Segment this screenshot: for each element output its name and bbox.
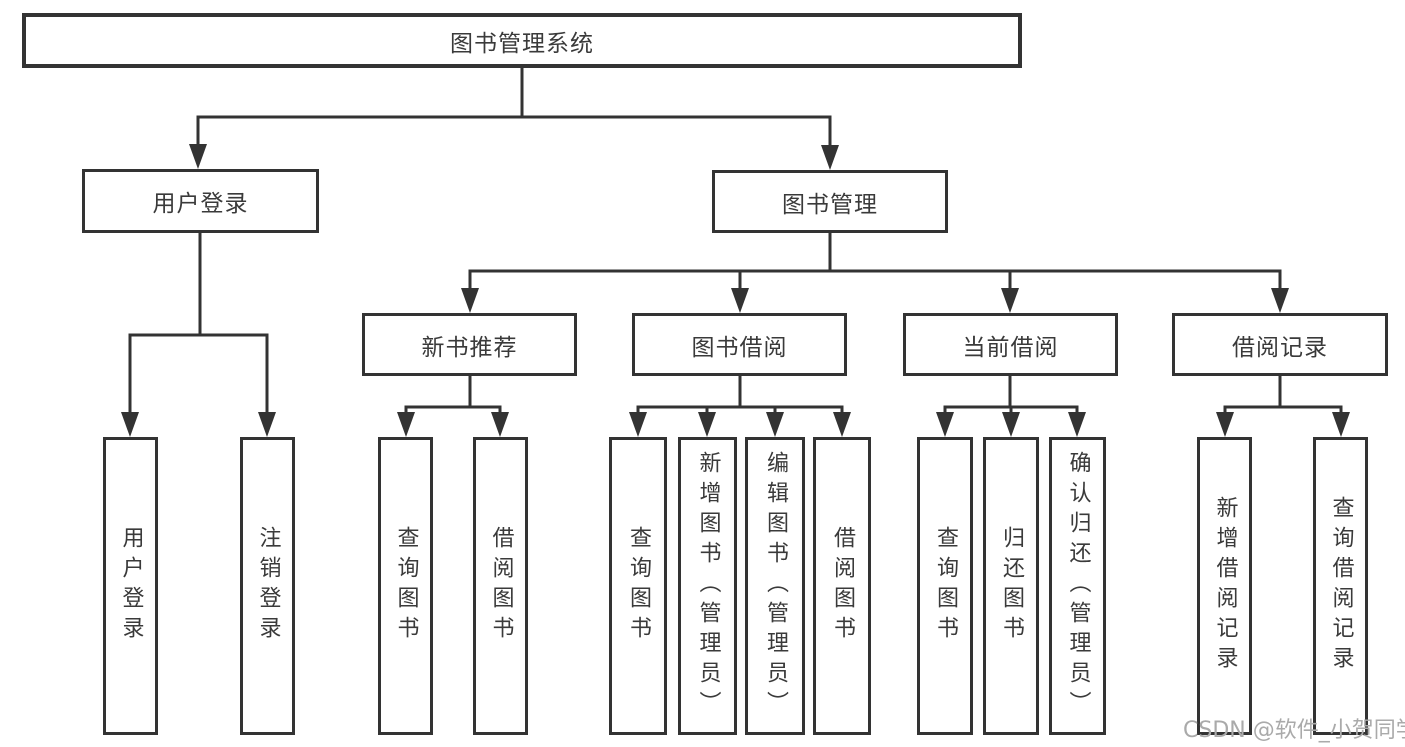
- node-current-borrow-label: 当前借阅: [962, 334, 1059, 361]
- leaf-add-borrow-record-label: 新增借阅记录: [1212, 496, 1238, 676]
- leaf-borrow-books-label: 借阅图书: [830, 526, 855, 646]
- leaf-borrow-books-recommend-label: 借阅图书: [488, 526, 514, 646]
- csdn-watermark: CSDN @软件_小贺同学: [1183, 718, 1405, 743]
- node-new-book-recommend-label: 新书推荐: [421, 334, 518, 361]
- leaf-borrow-books-recommend: 借阅图书: [473, 437, 528, 735]
- leaf-query-books-borrow: 查询图书: [609, 437, 667, 735]
- leaf-user-login: 用户登录: [103, 437, 158, 735]
- leaf-logout: 注销登录: [240, 437, 295, 735]
- node-borrow-records-label: 借阅记录: [1232, 334, 1328, 361]
- node-root-library-system: 图书管理系统: [22, 13, 1022, 68]
- leaf-query-borrow-record: 查询借阅记录: [1313, 437, 1368, 735]
- leaf-edit-books-admin-label: 编辑图书（管理员）: [763, 451, 788, 721]
- leaf-add-books-admin-label: 新增图书（管理员）: [695, 451, 721, 721]
- leaf-query-borrow-record-label: 查询借阅记录: [1328, 496, 1354, 676]
- node-borrow-records: 借阅记录: [1172, 313, 1388, 376]
- leaf-query-books-borrow-label: 查询图书: [626, 526, 651, 646]
- leaf-query-books-recommend: 查询图书: [378, 437, 433, 735]
- node-new-book-recommend: 新书推荐: [362, 313, 577, 376]
- leaf-query-books-recommend-label: 查询图书: [393, 526, 419, 646]
- node-user-login: 用户登录: [82, 169, 319, 233]
- leaf-return-books-label: 归还图书: [999, 526, 1024, 646]
- leaf-logout-label: 注销登录: [255, 526, 281, 646]
- leaf-borrow-books: 借阅图书: [813, 437, 871, 735]
- node-book-borrow: 图书借阅: [632, 313, 847, 376]
- node-book-management: 图书管理: [712, 170, 948, 233]
- node-book-management-label: 图书管理: [782, 191, 878, 218]
- leaf-confirm-return-admin-label: 确认归还（管理员）: [1065, 451, 1091, 721]
- node-user-login-label: 用户登录: [152, 191, 249, 217]
- leaf-add-books-admin: 新增图书（管理员）: [678, 437, 737, 735]
- node-root-label: 图书管理系统: [450, 30, 594, 57]
- arrowheads: [121, 144, 1350, 437]
- node-book-borrow-label: 图书借阅: [691, 334, 788, 361]
- node-current-borrow: 当前借阅: [903, 313, 1118, 376]
- leaf-edit-books-admin: 编辑图书（管理员）: [745, 437, 805, 735]
- leaf-add-borrow-record: 新增借阅记录: [1197, 437, 1252, 735]
- leaf-query-books-current: 查询图书: [917, 437, 973, 735]
- leaf-query-books-current-label: 查询图书: [933, 526, 958, 646]
- leaf-return-books: 归还图书: [983, 437, 1039, 735]
- leaf-user-login-label: 用户登录: [118, 526, 144, 646]
- leaf-confirm-return-admin: 确认归还（管理员）: [1049, 437, 1106, 735]
